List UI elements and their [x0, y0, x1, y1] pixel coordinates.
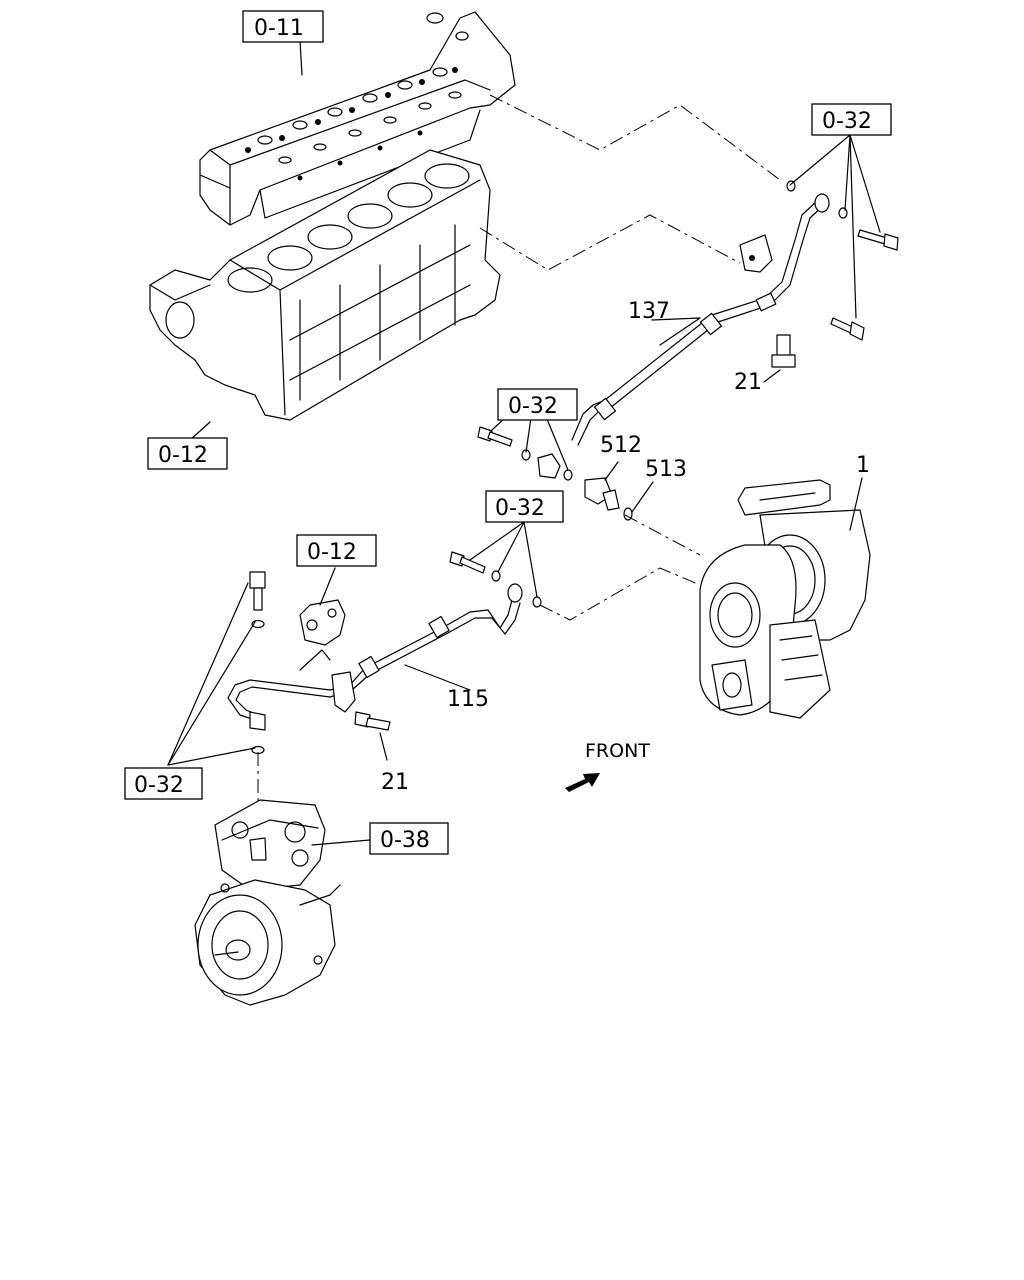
- part-number-512[interactable]: 512: [600, 433, 642, 458]
- part-number-1[interactable]: 1: [856, 453, 870, 478]
- callout-0-11[interactable]: 0-11: [242, 10, 324, 43]
- cylinder-head-drawing: [199, 11, 516, 226]
- callout-0-32-left[interactable]: 0-32: [124, 767, 203, 800]
- callout-0-32-mid-lower[interactable]: 0-32: [485, 490, 564, 523]
- cylinder-block-drawing: [149, 149, 501, 421]
- callout-0-12-bracket[interactable]: 0-12: [296, 534, 377, 567]
- part-number-115[interactable]: 115: [447, 687, 489, 712]
- bracket-drawing: [299, 599, 346, 646]
- fasteners-mid-upper: [477, 426, 573, 481]
- callout-0-12-block[interactable]: 0-12: [147, 437, 228, 470]
- part-number-21-lower[interactable]: 21: [381, 770, 409, 795]
- union-512-drawing: [584, 477, 633, 521]
- part-number-513[interactable]: 513: [645, 457, 687, 482]
- fasteners-mid-lower: [354, 551, 542, 731]
- part-number-21-upper[interactable]: 21: [734, 370, 762, 395]
- fasteners-left: [249, 571, 266, 755]
- turbocharger-drawing: [699, 479, 871, 719]
- part-number-137[interactable]: 137: [628, 299, 670, 324]
- callout-0-32-left-label: 0-32: [134, 773, 184, 798]
- callout-0-38[interactable]: 0-38: [369, 822, 449, 855]
- leader-lines: [167, 39, 881, 846]
- oil-pipe-115: [227, 583, 523, 731]
- callout-0-32-mid-upper[interactable]: 0-32: [497, 388, 578, 421]
- callout-0-12-bracket-label: 0-12: [307, 540, 357, 565]
- connection-lines: [257, 94, 781, 830]
- callout-0-32-mid-lower-label: 0-32: [495, 496, 545, 521]
- callout-0-12-block-label: 0-12: [158, 443, 208, 468]
- callout-0-11-label: 0-11: [254, 16, 304, 41]
- callout-0-32-top-right[interactable]: 0-32: [811, 103, 892, 136]
- front-arrow-icon: [565, 773, 600, 792]
- front-direction-label: FRONT: [585, 740, 650, 762]
- air-compressor-drawing: [194, 799, 341, 1006]
- callout-0-32-top-right-label: 0-32: [822, 109, 872, 134]
- oil-pipe-137: [571, 193, 830, 446]
- callout-0-32-mid-upper-label: 0-32: [508, 394, 558, 419]
- callout-0-38-label: 0-38: [380, 828, 430, 853]
- fasteners-top-right: [771, 180, 899, 368]
